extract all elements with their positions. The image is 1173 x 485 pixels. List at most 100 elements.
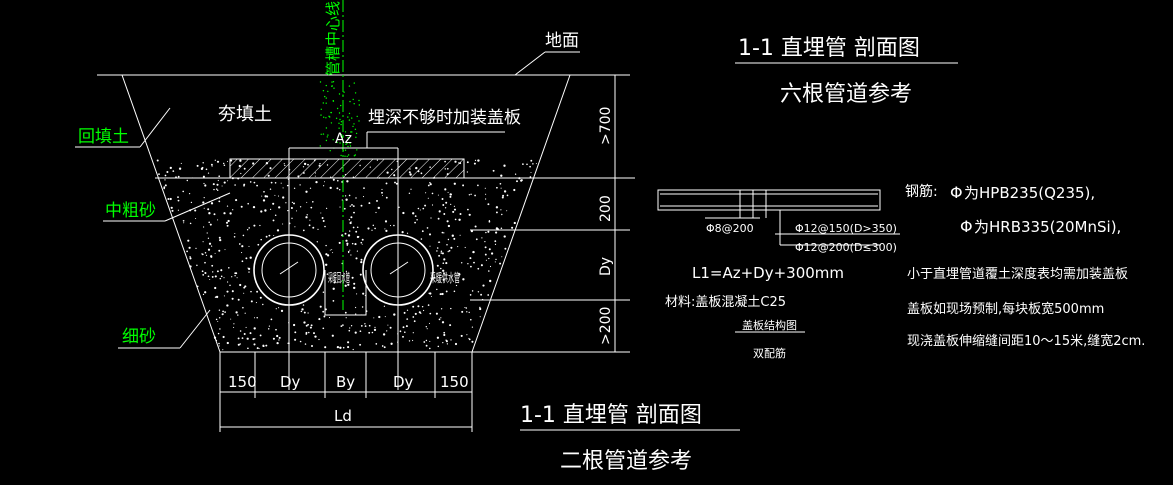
sand-speck [219, 238, 222, 242]
sand-speck [156, 159, 159, 162]
sand-speck [261, 195, 263, 197]
sand-speck [458, 273, 461, 276]
sand-speck [269, 208, 272, 211]
sand-speck [535, 163, 537, 165]
sand-speck [223, 212, 226, 215]
sand-speck [403, 311, 406, 314]
sand-speck [321, 217, 324, 219]
sand-speck [310, 324, 313, 327]
sand-speck [423, 341, 426, 343]
centerline-speck [346, 142, 348, 144]
sand-speck [384, 316, 386, 318]
centerline-speck [326, 136, 328, 138]
sand-speck [204, 271, 207, 275]
sand-speck [311, 345, 313, 347]
sand-speck [226, 304, 229, 307]
sand-speck [362, 196, 365, 198]
sand-speck [316, 241, 318, 243]
dim-by: By [336, 373, 355, 391]
sand-speck [208, 212, 211, 215]
sand-speck [189, 257, 192, 260]
sand-speck [461, 310, 464, 313]
sand-speck [286, 184, 289, 187]
sand-speck [262, 344, 265, 347]
sand-speck [222, 349, 224, 351]
sand-speck [213, 213, 216, 216]
sand-speck [458, 218, 461, 221]
sand-speck [234, 272, 237, 275]
sand-speck [207, 248, 211, 251]
sand-speck [364, 325, 367, 327]
sand-speck [221, 185, 223, 187]
sand-speck [336, 345, 340, 349]
sand-speck [177, 199, 180, 202]
material-note: 材料:盖板混凝土C25 [665, 294, 786, 310]
sand-speck [229, 284, 231, 287]
sand-speck [229, 212, 232, 215]
sand-speck [494, 243, 497, 246]
sand-speck [439, 293, 442, 296]
centerline-speck [348, 119, 351, 121]
sand-speck [513, 221, 516, 225]
sand-speck [459, 234, 461, 236]
sand-speck [208, 221, 210, 224]
sand-speck [360, 241, 363, 244]
sand-speck [223, 295, 225, 297]
sand-speck [438, 241, 441, 243]
sand-speck [467, 208, 469, 211]
sand-speck [215, 318, 218, 321]
sand-speck [248, 245, 250, 247]
sand-speck [346, 180, 349, 183]
sand-speck [190, 201, 193, 204]
sand-speck [482, 284, 485, 287]
sand-speck [189, 256, 191, 258]
sand-speck [213, 188, 215, 191]
sand-speck [436, 250, 438, 252]
sand-speck [302, 229, 305, 232]
sand-speck [474, 159, 477, 162]
sand-speck [202, 162, 204, 164]
sand-speck [307, 323, 309, 326]
centerline-speck [330, 122, 333, 124]
sand-speck [506, 210, 508, 212]
dim-150-right: 150 [440, 373, 469, 391]
sand-speck [417, 305, 420, 308]
sand-speck [356, 293, 358, 295]
sand-speck [361, 243, 363, 245]
sand-speck [304, 343, 307, 345]
sand-speck [350, 221, 352, 223]
sand-speck [435, 312, 438, 315]
sand-speck [202, 201, 205, 204]
sand-speck [450, 307, 452, 310]
sand-speck [227, 180, 229, 182]
sand-speck [247, 347, 249, 350]
centerline-speck [344, 131, 347, 133]
sand-speck [274, 194, 276, 196]
sand-speck [175, 176, 177, 178]
sand-speck [442, 269, 445, 272]
sand-speck [494, 261, 496, 263]
slab-title: 盖板结构图 [742, 318, 797, 332]
sand-speck [479, 306, 481, 309]
sand-speck [302, 304, 305, 306]
centerline-speck [320, 114, 322, 116]
sand-speck [235, 199, 238, 202]
sand-speck [429, 245, 431, 247]
note-2: 盖板如现场预制,每块板宽500mm [907, 301, 1104, 317]
centerline-speck [340, 133, 343, 136]
centerline-speck [322, 102, 324, 104]
sand-speck [299, 340, 302, 343]
sand-speck [256, 316, 258, 319]
sand-speck [502, 194, 505, 197]
rebar-note-2: 为HRB335(20MnSi), [974, 218, 1121, 236]
sand-speck [437, 241, 440, 243]
sand-speck [470, 265, 472, 268]
sand-speck [276, 229, 280, 232]
sand-speck [450, 246, 453, 249]
sand-speck [305, 216, 308, 219]
sand-speck [319, 305, 322, 308]
sand-speck [462, 278, 465, 281]
sand-speck [485, 259, 487, 261]
sand-speck [247, 202, 249, 205]
sand-speck [355, 306, 357, 309]
